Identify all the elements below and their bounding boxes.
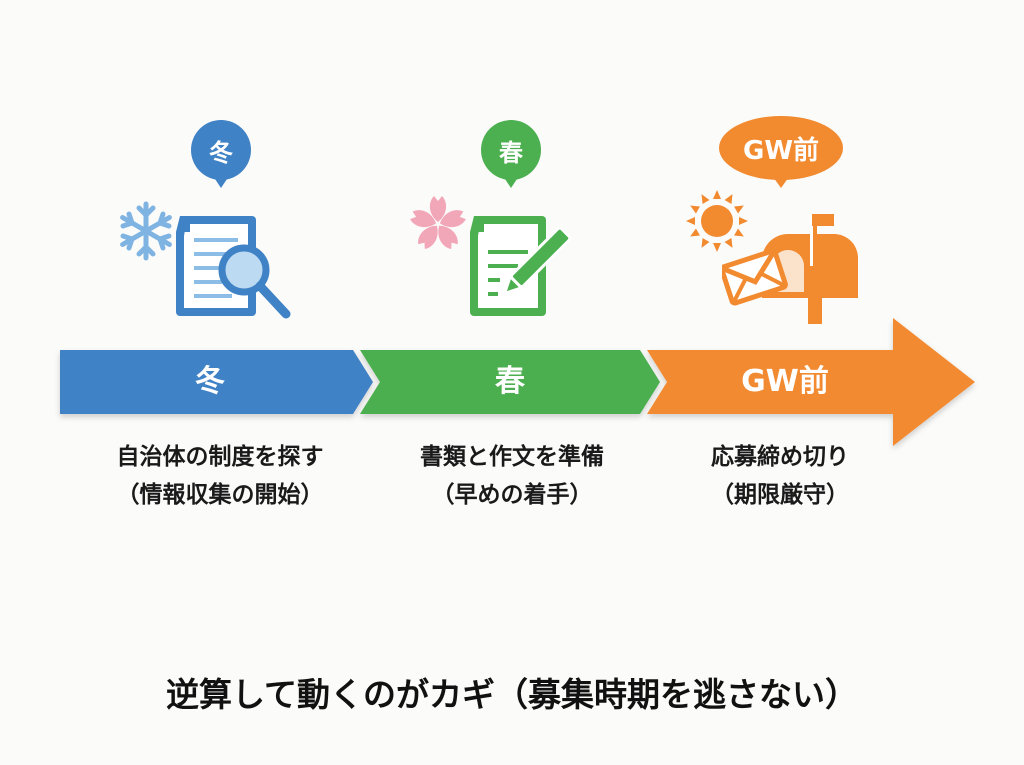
caption-winter-line2: （情報収集の開始）	[116, 482, 324, 508]
mailbox-envelope-icon	[722, 214, 858, 324]
speech-bubble-spring	[481, 120, 541, 188]
timeline-label-gw: GW前	[741, 364, 829, 399]
caption-gw-line2: （期限厳守）	[711, 482, 849, 508]
caption-spring-line2: （早めの着手）	[431, 482, 593, 508]
document-search-icon	[176, 216, 291, 319]
footer-message: 逆算して動くのがカギ（募集時期を逃さない）	[165, 675, 858, 714]
document-pen-icon	[470, 216, 572, 316]
timeline-segment-gw	[647, 318, 975, 446]
caption-spring-line1: 書類と作文を準備	[420, 444, 604, 470]
sun-icon	[686, 190, 748, 252]
timeline-label-spring: 春	[495, 364, 525, 399]
speech-bubble-gw	[719, 116, 843, 188]
caption-winter-line1: 自治体の制度を探す	[116, 444, 324, 470]
timeline-segment-winter	[60, 350, 373, 414]
caption-spring: 書類と作文を準備 （早めの着手）	[362, 438, 662, 514]
speech-bubble-winter	[191, 120, 251, 188]
timeline-label-winter: 冬	[195, 364, 225, 399]
bubble-label-winter: 冬	[209, 138, 233, 167]
bubble-label-spring: 春	[499, 138, 523, 167]
caption-gw: 応募締め切り （期限厳守）	[650, 438, 910, 514]
caption-gw-line1: 応募締め切り	[711, 444, 849, 470]
bubble-label-gw: GW前	[742, 135, 820, 166]
timeline-segment-spring	[360, 350, 660, 414]
snowflake-icon	[120, 201, 172, 261]
caption-winter: 自治体の制度を探す （情報収集の開始）	[60, 438, 380, 514]
sakura-flower-icon	[408, 196, 468, 252]
